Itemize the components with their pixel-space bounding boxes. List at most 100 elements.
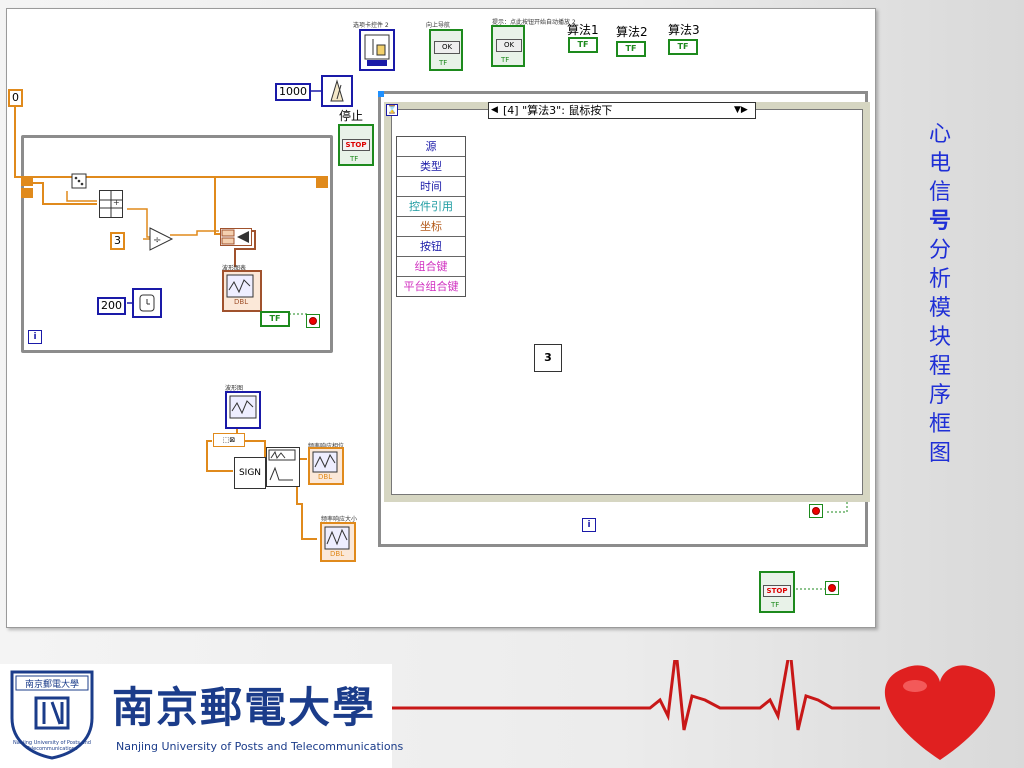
phase-graph-icon: DBL — [312, 451, 338, 481]
loop-iteration-terminal: i — [28, 330, 42, 344]
prompt-label: 提示：点此按钮开始自动播放 2 — [492, 19, 576, 26]
bundle-function[interactable] — [220, 228, 252, 246]
vertical-title: 心 电 信 号 分 析 模 块 程 序 框 图 — [920, 120, 960, 468]
waveform-chart-label: 波形图表 — [222, 265, 247, 272]
event-case-frame — [391, 109, 863, 495]
case-constant-three[interactable]: 3 — [534, 344, 562, 372]
shift-register-right[interactable] — [316, 176, 328, 188]
event-data-node[interactable]: 源 类型 时间 控件引用 坐标 按钮 组合键 平台组合键 — [396, 136, 466, 297]
corner-handle — [378, 91, 384, 97]
compound-add-function[interactable]: + — [99, 190, 123, 218]
alg2-terminal[interactable]: TF — [616, 41, 646, 57]
tab-control-terminal[interactable] — [359, 29, 395, 71]
event-case-label: [4] "算法3": 鼠标按下 — [503, 104, 613, 117]
stop-control-terminal[interactable]: STOP TF — [338, 124, 374, 166]
event-data-modifiers[interactable]: 组合键 — [397, 257, 465, 277]
bundle-icon — [221, 229, 249, 245]
alg2-label: 算法2 — [616, 25, 648, 39]
title-char-3: 信 — [928, 180, 951, 205]
alg1-terminal[interactable]: TF — [568, 37, 598, 53]
heart-shine — [903, 680, 927, 692]
fft-icon — [268, 449, 296, 481]
event-data-coords[interactable]: 坐标 — [397, 217, 465, 237]
university-name-en: Nanjing University of Posts and Telecomm… — [116, 740, 404, 753]
waveform-chart-terminal[interactable]: DBL — [222, 270, 262, 312]
waveform-graph-terminal[interactable] — [225, 391, 261, 429]
title-char-1: 心 — [928, 122, 951, 147]
event-timeout-terminal[interactable]: ⌛ — [386, 104, 398, 116]
tf-tag-3: TF — [350, 155, 359, 163]
waveform-graph-label: 波形图 — [225, 385, 244, 392]
footer: 南京郵電大學 Nanjing University of Posts and T… — [0, 660, 1024, 768]
dbl-tag: DBL — [318, 473, 332, 481]
constant-200[interactable]: 200 — [97, 297, 126, 315]
clock-icon — [139, 294, 155, 312]
stop-control-terminal-2[interactable]: STOP TF — [759, 571, 795, 613]
dice-icon — [71, 173, 87, 189]
prev-case-icon[interactable]: ◀ — [491, 105, 498, 115]
constant-1000[interactable]: 1000 — [275, 83, 311, 101]
seal-text: Nanjing University of Posts and Telecomm… — [13, 740, 91, 752]
block-diagram-canvas: 选项卡控件 2 向上导航 OK TF 提示：点此按钮开始自动播放 2 OK TF… — [6, 8, 876, 628]
title-char-12: 图 — [928, 441, 951, 466]
loop-condition-terminal[interactable] — [306, 314, 320, 328]
alg3-terminal[interactable]: TF — [668, 39, 698, 55]
constant-zero[interactable]: 0 — [8, 89, 23, 107]
unbundle-function[interactable]: ⬚⊠ — [213, 433, 245, 447]
sign-subvi[interactable]: SIGN — [234, 457, 266, 489]
spectrum-phase-terminal[interactable]: DBL — [308, 447, 344, 485]
event-data-platmods[interactable]: 平台组合键 — [403, 280, 459, 293]
fft-subvi[interactable] — [266, 447, 300, 487]
stop-label: 停止 — [339, 109, 364, 123]
event-data-source[interactable]: 源 — [397, 137, 465, 157]
wait-function[interactable] — [132, 288, 162, 318]
shift-register-left[interactable] — [21, 176, 33, 186]
university-banner: 南京郵電大學 Nanjing University of Posts and T… — [0, 664, 403, 768]
event-while-loop[interactable]: i ⌛ ◀ [4] "算法3": 鼠标按下 ▼▶ 源 类型 时间 控件引用 坐标… — [378, 91, 870, 547]
divide-icon: ÷ — [149, 227, 174, 251]
title-char-2: 电 — [928, 151, 951, 176]
constant-three[interactable]: 3 — [110, 232, 125, 250]
event-structure[interactable]: ⌛ ◀ [4] "算法3": 鼠标按下 ▼▶ 源 类型 时间 控件引用 坐标 按… — [384, 102, 870, 502]
university-name-cn: 南京郵電大學 — [112, 683, 377, 732]
title-char-7: 模 — [928, 296, 951, 321]
spectrum-mag-label: 频率响应大小 — [321, 516, 358, 523]
spectrum-mag-terminal[interactable]: DBL — [320, 522, 356, 562]
tf-tag-2: TF — [501, 56, 510, 64]
dropdown-icon[interactable]: ▼▶ — [734, 105, 748, 115]
event-loop-iteration-terminal: i — [582, 518, 596, 532]
svg-text:南京郵電大學: 南京郵電大學 — [25, 678, 79, 690]
stop-button-icon: STOP — [342, 139, 370, 151]
graph-icon — [229, 395, 257, 419]
ecg-decoration — [390, 660, 996, 760]
university-seal: 南京郵電大學 Nanjing University of Posts and T… — [6, 668, 98, 760]
ecg-waveform — [390, 660, 880, 731]
next-page-terminal[interactable]: OK TF — [429, 29, 463, 71]
event-loop-condition-terminal[interactable] — [809, 504, 823, 518]
event-data-type[interactable]: 类型 — [397, 157, 465, 177]
stop-local-terminal[interactable]: TF — [260, 311, 290, 327]
divide-function[interactable]: ÷ — [148, 226, 174, 252]
chart-icon: DBL — [226, 274, 254, 306]
heart-icon — [884, 665, 996, 760]
ok-button: OK — [434, 41, 460, 54]
title-char-9: 程 — [928, 354, 951, 379]
alg3-label: 算法3 — [668, 23, 700, 37]
random-number-function[interactable] — [70, 170, 92, 192]
while-loop[interactable]: + 3 ÷ 波形图表 DBL — [21, 135, 333, 353]
wait-ms-function[interactable] — [321, 75, 353, 107]
tf-tag-4: TF — [771, 601, 780, 609]
autoplay-terminal[interactable]: OK TF — [491, 25, 525, 67]
outer-condition-terminal[interactable] — [825, 581, 839, 595]
ok-button-2: OK — [496, 39, 522, 52]
title-char-10: 序 — [928, 383, 951, 408]
event-data-ctlref[interactable]: 控件引用 — [397, 197, 465, 217]
tf-tag: TF — [439, 59, 448, 67]
spectrum-phase-label: 频率响应相位 — [308, 441, 344, 450]
event-data-time[interactable]: 时间 — [397, 177, 465, 197]
event-data-button[interactable]: 按钮 — [397, 237, 465, 257]
event-case-selector[interactable]: ◀ [4] "算法3": 鼠标按下 ▼▶ — [488, 102, 756, 119]
tab-control-icon — [364, 34, 390, 66]
add-icon: + — [100, 191, 122, 217]
shift-register-left-2[interactable] — [21, 188, 33, 198]
